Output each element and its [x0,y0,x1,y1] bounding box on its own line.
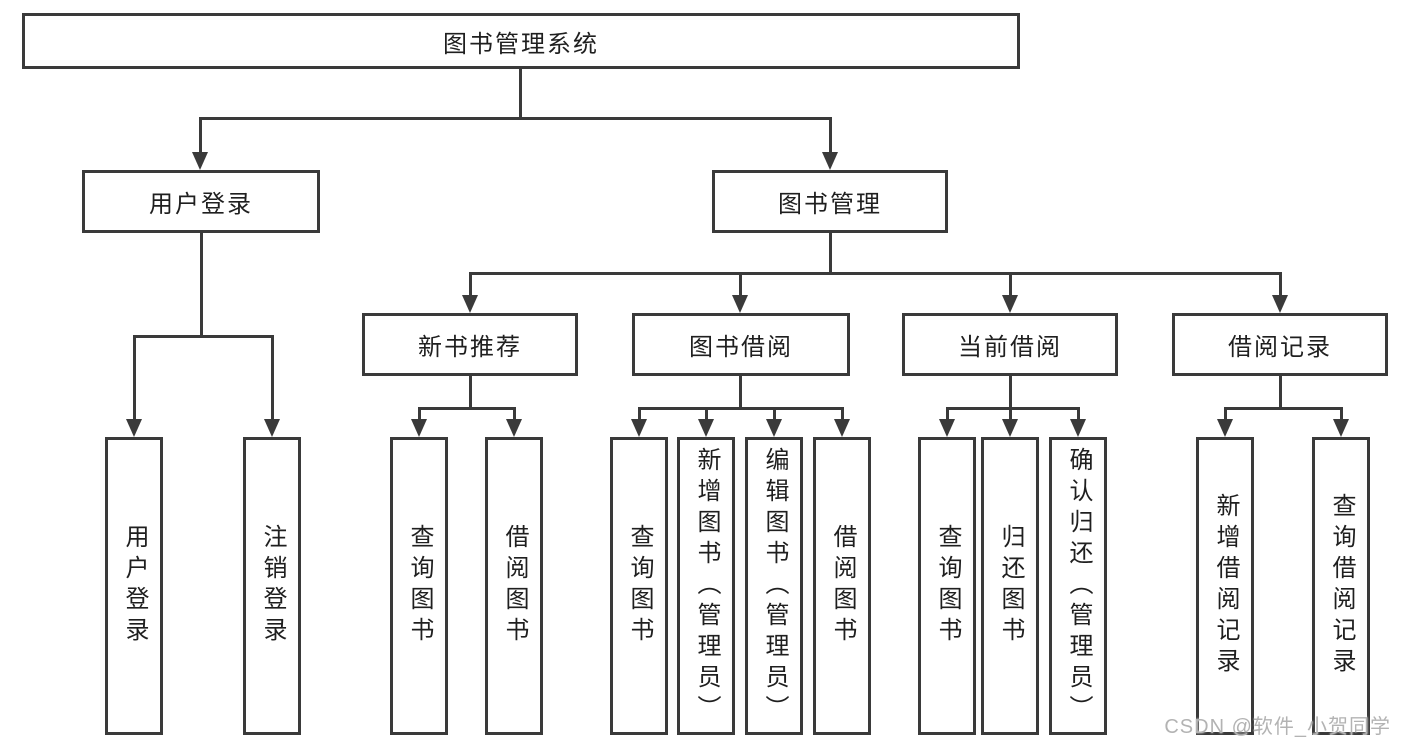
arrowhead-leaf-query3 [939,419,955,437]
connector-leaf-query2-stem [638,407,641,420]
connector-book-borrow-hbar [638,407,844,410]
connector-new-book-hbar [418,407,516,410]
connector-root-drop [519,69,522,117]
leaf-query-borrow-record-label: 查询借阅记录 [1328,493,1355,679]
arrowhead-leaf-query-record [1333,419,1349,437]
node-borrow-records: 借阅记录 [1172,313,1388,376]
arrowhead-leaf-confirm-return [1070,419,1086,437]
connector-leaf-user-login-stem [133,335,136,420]
leaf-user-login-label: 用户登录 [121,524,148,648]
connector-leaf-query-record-stem [1340,407,1343,420]
connector-book-borrow-stem [739,272,742,296]
arrowhead-current-borrow [1002,295,1018,313]
arrowhead-leaf-borrow1 [506,419,522,437]
leaf-query-books-3: 查询图书 [918,437,976,735]
node-book-borrow-label: 图书借阅 [689,334,793,361]
node-library-system-label: 图书管理系统 [443,30,599,58]
connector-current-borrow-stem [1009,272,1012,296]
connector-book-mgmt-hbar [469,272,1281,275]
leaf-edit-book-admin-label: 编辑图书（管理员） [761,446,788,726]
arrowhead-leaf-user-login [126,419,142,437]
arrowhead-book-borrow [732,295,748,313]
arrowhead-new-book [462,295,478,313]
connector-new-book-drop [469,376,472,407]
connector-new-book-stem [469,272,472,296]
connector-borrow-records-drop [1279,376,1282,407]
arrowhead-borrow-records [1272,295,1288,313]
connector-current-borrow-drop [1009,376,1012,407]
connector-leaf-return-stem [1009,407,1012,420]
leaf-borrow-books-2: 借阅图书 [813,437,871,735]
leaf-add-book-admin-label: 新增图书（管理员） [693,446,720,726]
connector-leaf-query1-stem [418,407,421,420]
connector-book-mgmt-drop [829,233,832,275]
node-borrow-records-label: 借阅记录 [1228,334,1332,361]
leaf-user-login: 用户登录 [105,437,163,735]
leaf-query-books-2: 查询图书 [610,437,668,735]
connector-borrow-records-hbar [1224,407,1343,410]
node-book-management-label: 图书管理 [778,191,882,218]
connector-leaf-query3-stem [946,407,949,420]
node-user-login-label: 用户登录 [149,191,253,218]
node-new-book-recommend-label: 新书推荐 [418,334,522,361]
arrowhead-leaf-add-book [698,419,714,437]
connector-book-borrow-drop [739,376,742,407]
leaf-confirm-return-admin: 确认归还（管理员） [1049,437,1107,735]
connector-leaf-add-book-stem [705,407,708,420]
arrowhead-leaf-edit-book [766,419,782,437]
connector-current-borrow-hbar [946,407,1080,410]
node-current-borrow: 当前借阅 [902,313,1118,376]
connector-leaf-add-record-stem [1224,407,1227,420]
leaf-add-book-admin: 新增图书（管理员） [677,437,735,735]
connector-leaf-borrow1-stem [513,407,516,420]
arrowhead-leaf-query1 [411,419,427,437]
leaf-return-books-label: 归还图书 [997,524,1024,648]
leaf-query-borrow-record: 查询借阅记录 [1312,437,1370,735]
leaf-borrow-books-1-label: 借阅图书 [501,524,528,648]
connector-user-login-hbar [133,335,273,338]
connector-leaf-edit-book-stem [773,407,776,420]
leaf-return-books: 归还图书 [981,437,1039,735]
connector-leaf-confirm-return-stem [1077,407,1080,420]
arrowhead-leaf-query2 [631,419,647,437]
connector-leaf-borrow2-stem [841,407,844,420]
leaf-add-borrow-record: 新增借阅记录 [1196,437,1254,735]
connector-root-hbar [199,117,831,120]
node-book-management: 图书管理 [712,170,948,233]
leaf-add-borrow-record-label: 新增借阅记录 [1212,493,1239,679]
leaf-borrow-books-1: 借阅图书 [485,437,543,735]
node-user-login: 用户登录 [82,170,320,233]
connector-leaf-logout-stem [271,335,274,420]
leaf-query-books-1: 查询图书 [390,437,448,735]
arrowhead-user-login [192,152,208,170]
leaf-query-books-3-label: 查询图书 [934,524,961,648]
leaf-borrow-books-2-label: 借阅图书 [829,524,856,648]
connector-borrow-records-stem [1279,272,1282,296]
connector-user-login-stem [199,117,202,153]
arrowhead-leaf-add-record [1217,419,1233,437]
node-current-borrow-label: 当前借阅 [958,334,1062,361]
leaf-confirm-return-admin-label: 确认归还（管理员） [1065,446,1092,726]
connector-book-mgmt-stem [829,117,832,153]
arrowhead-book-mgmt [822,152,838,170]
watermark: CSDN @软件_小贺同学 [1164,716,1391,738]
node-new-book-recommend: 新书推荐 [362,313,578,376]
leaf-edit-book-admin: 编辑图书（管理员） [745,437,803,735]
arrowhead-leaf-borrow2 [834,419,850,437]
arrowhead-leaf-logout [264,419,280,437]
connector-user-login-drop [200,233,203,335]
leaf-query-books-2-label: 查询图书 [626,524,653,648]
leaf-logout-login: 注销登录 [243,437,301,735]
leaf-logout-login-label: 注销登录 [259,524,286,648]
leaf-query-books-1-label: 查询图书 [406,524,433,648]
arrowhead-leaf-return [1002,419,1018,437]
node-library-system: 图书管理系统 [22,13,1020,69]
node-book-borrow: 图书借阅 [632,313,850,376]
